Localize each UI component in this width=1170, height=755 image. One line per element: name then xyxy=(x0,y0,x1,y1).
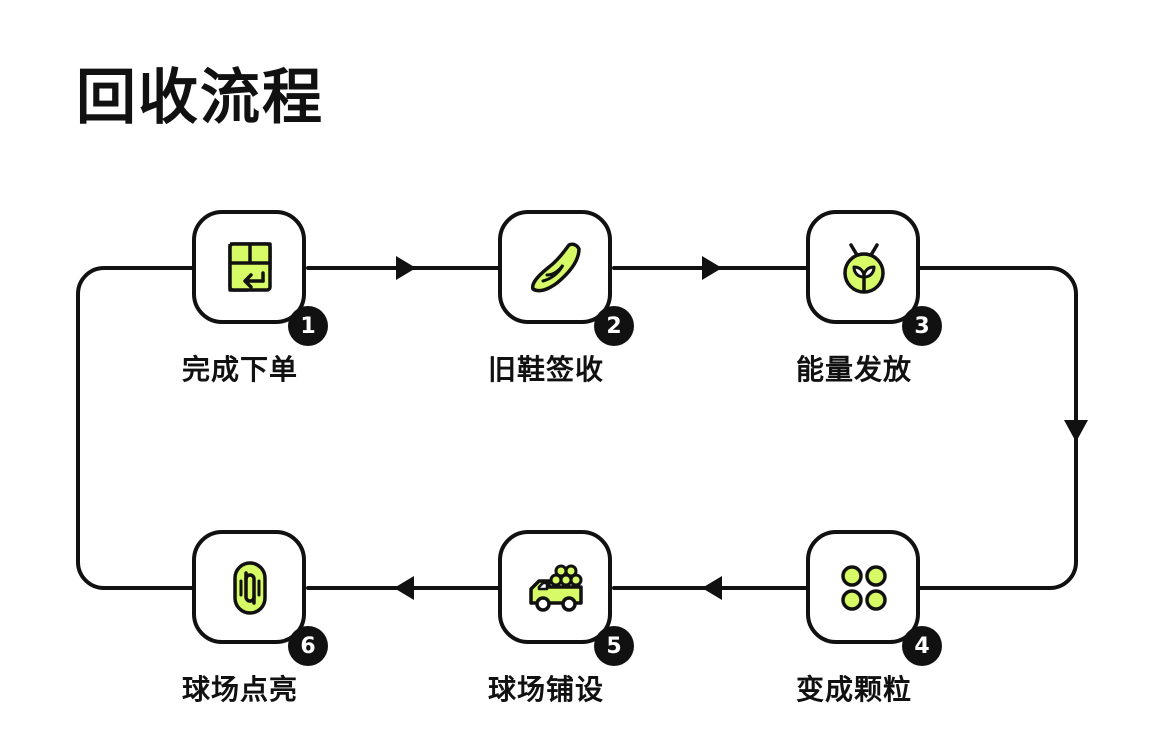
step-5-label: 球场铺设 xyxy=(488,673,605,706)
granules-icon xyxy=(841,565,887,611)
sneaker-icon xyxy=(530,242,581,293)
step-3-label: 能量发放 xyxy=(796,353,913,386)
step-4-box: 4 xyxy=(806,530,942,666)
arrowhead-left-2 xyxy=(394,576,414,600)
connector-3-4 xyxy=(918,266,1078,590)
package-return-icon xyxy=(228,242,272,292)
delivery-truck-icon xyxy=(529,564,583,612)
step-2-box: 2 xyxy=(498,210,634,346)
page-title: 回收流程 xyxy=(76,63,324,133)
step-4-badge: 4 xyxy=(902,626,942,666)
step-3-box: 3 xyxy=(806,210,942,346)
connector-6-1 xyxy=(76,266,194,590)
sprout-bug-icon xyxy=(843,243,885,294)
step-5-badge: 5 xyxy=(594,626,634,666)
step-4-label: 变成颗粒 xyxy=(796,673,913,706)
step-6-label: 球场点亮 xyxy=(182,673,299,706)
step-1-box: 1 xyxy=(192,210,328,346)
arrowhead-right-2 xyxy=(702,256,722,280)
step-2-badge: 2 xyxy=(594,306,634,346)
arrowhead-left-1 xyxy=(702,576,722,600)
arrowhead-right-1 xyxy=(396,256,416,280)
arrowhead-down xyxy=(1064,420,1088,442)
step-2-label: 旧鞋签收 xyxy=(488,353,605,386)
link-loop-icon xyxy=(233,561,267,615)
step-1-badge: 1 xyxy=(288,306,328,346)
step-1-label: 完成下单 xyxy=(182,353,299,386)
step-6-badge: 6 xyxy=(288,626,328,666)
step-5-box: 5 xyxy=(498,530,634,666)
step-3-badge: 3 xyxy=(902,306,942,346)
step-6-box: 6 xyxy=(192,530,328,666)
